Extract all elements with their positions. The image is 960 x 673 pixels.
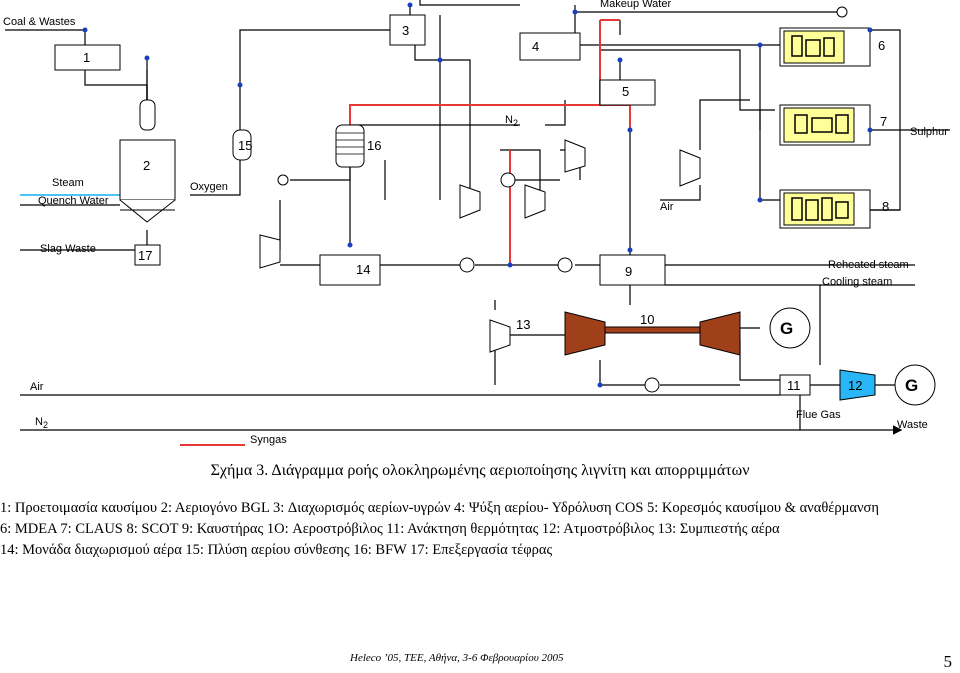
svg-text:Makeup Water: Makeup Water [600, 0, 671, 10]
page-number: 5 [943, 652, 953, 671]
unit-3-box [389, 14, 426, 46]
svg-text:7: 7 [880, 114, 887, 129]
legend-line-1: 1: Προετοιμασία καυσίμου 2: Αεριογόνο BG… [0, 500, 879, 516]
syngas-lines [180, 19, 631, 446]
footer-text: Heleco ’05, ΤΕΕ, Αθήνα, 3-6 Φεβρουαρίου … [350, 652, 564, 664]
unit-1-box [54, 44, 121, 71]
svg-text:16: 16 [367, 138, 381, 153]
svg-text:3: 3 [402, 23, 409, 38]
legend-line-2: 6: MDEA 7: CLAUS 8: SCOT 9: Καυστήρας 1O… [0, 521, 780, 537]
svg-text:15: 15 [238, 138, 252, 153]
generators [769, 307, 936, 406]
unit-16-bfw [335, 124, 365, 168]
svg-text:Cooling steam: Cooling steam [822, 276, 892, 288]
svg-text:Syngas: Syngas [250, 434, 287, 446]
steam-turbine-unit-12 [839, 369, 876, 401]
svg-text:N: N [505, 114, 513, 126]
svg-text:9: 9 [625, 264, 632, 279]
unit-4-box [519, 32, 581, 61]
svg-text:Waste: Waste [897, 419, 928, 431]
gas-turbine-unit-10 [564, 311, 741, 356]
junction-dots [82, 2, 873, 388]
svg-text:10: 10 [640, 312, 654, 327]
process-units [54, 14, 871, 396]
svg-text:2: 2 [143, 158, 150, 173]
svg-text:13: 13 [516, 317, 530, 332]
svg-text:Flue Gas: Flue Gas [796, 409, 841, 421]
flow-diagram: Coal & Wastes Makeup Water Steam Quench … [3, 0, 950, 446]
svg-text:2: 2 [513, 118, 518, 128]
svg-text:8: 8 [882, 199, 889, 214]
svg-text:Coal & Wastes: Coal & Wastes [3, 16, 76, 28]
svg-text:Oxygen: Oxygen [190, 181, 228, 193]
svg-text:1: 1 [83, 50, 90, 65]
legend-line-3: 14: Μονάδα διαχωρισμού αέρα 15: Πλύση αε… [0, 542, 553, 558]
svg-text:14: 14 [356, 262, 370, 277]
heat-exchangers [277, 6, 848, 393]
svg-text:2: 2 [43, 420, 48, 430]
unit-17-box [134, 244, 161, 266]
svg-text:17: 17 [138, 248, 152, 263]
svg-text:G: G [905, 376, 918, 395]
svg-text:N: N [35, 416, 43, 428]
svg-text:Slag Waste: Slag Waste [40, 243, 96, 255]
unit-numbers: 1 2 3 4 5 6 7 8 9 10 11 12 13 14 15 16 1… [83, 23, 889, 393]
figure-caption: Σχήμα 3. Διάγραμμα ροής ολοκληρωμένης αε… [210, 462, 750, 479]
unit-14-box [319, 254, 381, 286]
svg-text:Sulphur: Sulphur [910, 126, 948, 138]
unit-11-box [779, 374, 811, 396]
svg-text:Reheated steam: Reheated steam [828, 259, 909, 271]
unit-9-box [599, 254, 666, 286]
stream-labels: Coal & Wastes Makeup Water Steam Quench … [3, 0, 948, 446]
unit-5-box [599, 79, 656, 106]
svg-text:4: 4 [532, 39, 539, 54]
svg-text:11: 11 [787, 378, 801, 393]
unit-15-scrubber [232, 129, 252, 161]
gasifier-unit-2 [119, 99, 176, 223]
svg-text:G: G [780, 319, 793, 338]
svg-text:5: 5 [622, 84, 629, 99]
svg-text:12: 12 [848, 378, 862, 393]
compressors [259, 139, 701, 353]
svg-text:6: 6 [878, 38, 885, 53]
svg-text:Steam: Steam [52, 177, 84, 189]
svg-text:Air: Air [30, 381, 44, 393]
svg-text:Quench Water: Quench Water [38, 195, 109, 207]
svg-text:Air: Air [660, 201, 674, 213]
